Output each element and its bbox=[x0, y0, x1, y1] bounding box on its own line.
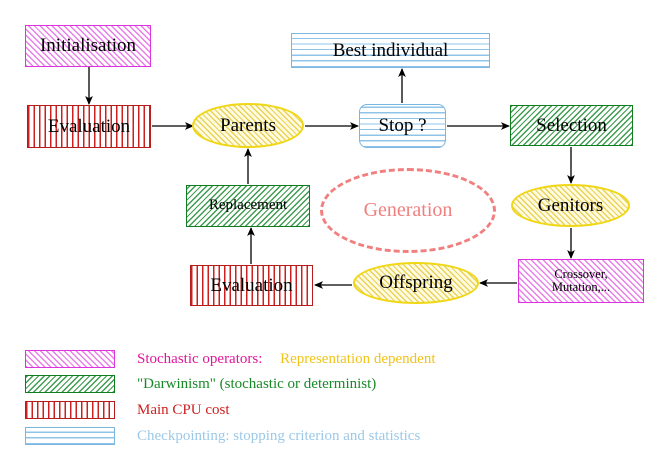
legend-text-stochastic-operators: Stochastic operators: bbox=[137, 350, 263, 367]
node-offspring-label: Offspring bbox=[379, 272, 453, 294]
legend-swatch-green-hatch bbox=[25, 375, 115, 393]
node-selection[interactable]: Selection bbox=[510, 105, 633, 146]
legend-row-checkpointing: Checkpointing: stopping criterion and st… bbox=[25, 425, 420, 447]
node-stop-label: Stop ? bbox=[378, 115, 427, 137]
legend-swatch-red-vertical bbox=[25, 401, 115, 419]
node-initialisation[interactable]: Initialisation bbox=[25, 25, 151, 67]
node-best-individual-label: Best individual bbox=[332, 39, 449, 61]
legend-row-darwinism: "Darwinism" (stochastic or determinist) bbox=[25, 373, 376, 395]
legend-swatch-blue-horizontal bbox=[25, 427, 115, 445]
node-stop[interactable]: Stop ? bbox=[359, 104, 446, 148]
legend-text-main-cpu-cost: Main CPU cost bbox=[137, 401, 230, 418]
node-evaluation-bottom-label: Evaluation bbox=[210, 274, 293, 296]
node-replacement-label: Replacement bbox=[208, 197, 288, 214]
node-crossover-line1: Crossover, bbox=[554, 266, 608, 281]
node-evaluation-bottom[interactable]: Evaluation bbox=[190, 265, 313, 306]
node-offspring[interactable]: Offspring bbox=[353, 262, 479, 304]
node-genitors-label: Genitors bbox=[537, 194, 604, 216]
legend: Stochastic operators: Representation dep… bbox=[0, 340, 662, 460]
legend-text-representation-dependent: Representation dependent bbox=[280, 350, 436, 367]
node-initialisation-label: Initialisation bbox=[39, 35, 137, 57]
node-generation-cycle: Generation bbox=[320, 168, 496, 253]
node-genitors[interactable]: Genitors bbox=[511, 184, 630, 227]
legend-swatch-magenta-hatch bbox=[25, 350, 115, 368]
node-replacement[interactable]: Replacement bbox=[186, 185, 310, 227]
node-parents-label: Parents bbox=[220, 114, 276, 136]
legend-text-darwinism: "Darwinism" (stochastic or determinist) bbox=[137, 375, 377, 392]
node-selection-label: Selection bbox=[536, 114, 607, 136]
legend-row-main-cpu-cost: Main CPU cost bbox=[25, 399, 230, 421]
legend-row-stochastic-operators: Stochastic operators: Representation dep… bbox=[25, 348, 436, 370]
node-crossover-line2: Mutation,... bbox=[551, 280, 611, 294]
node-evaluation-top[interactable]: Evaluation bbox=[27, 105, 151, 148]
node-evaluation-top-label: Evaluation bbox=[47, 115, 131, 137]
legend-label-stochastic-operators: Stochastic operators: Representation dep… bbox=[137, 351, 436, 368]
node-crossover-mutation[interactable]: Crossover, Mutation,... bbox=[518, 259, 644, 303]
node-best-individual[interactable]: Best individual bbox=[291, 33, 490, 68]
node-generation-label: Generation bbox=[363, 199, 453, 221]
node-parents[interactable]: Parents bbox=[192, 103, 304, 148]
legend-text-checkpointing: Checkpointing: stopping criterion and st… bbox=[137, 427, 421, 444]
